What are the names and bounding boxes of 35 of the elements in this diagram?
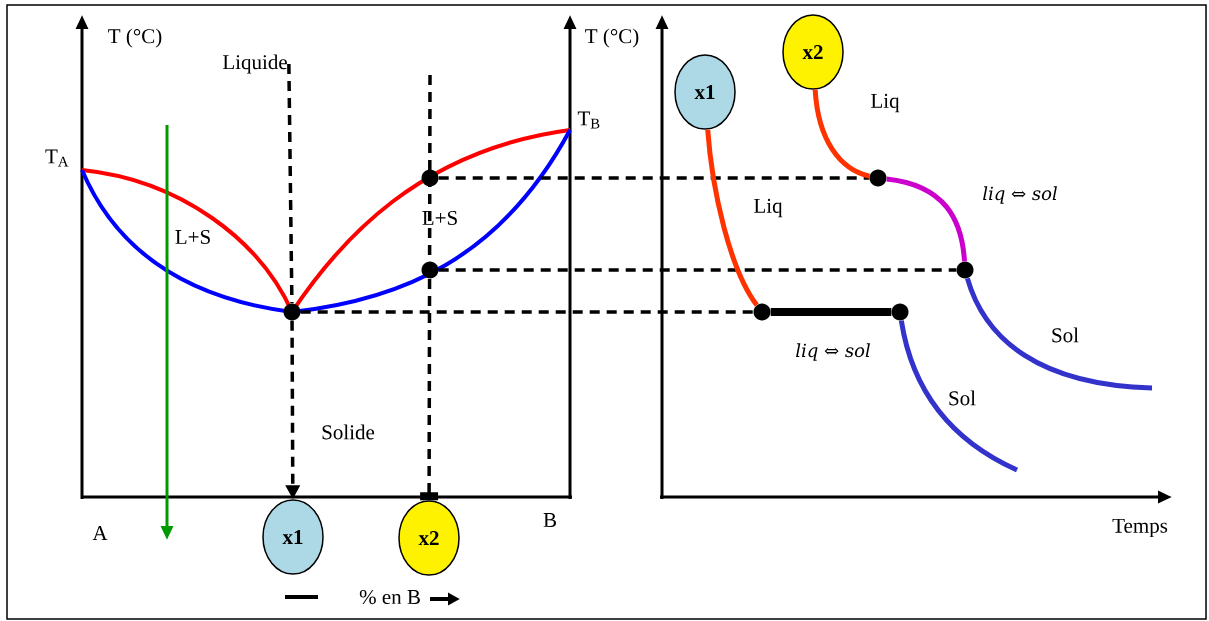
cooling-curve xyxy=(705,129,759,307)
cooling-curve xyxy=(898,320,1019,473)
point-marker xyxy=(753,303,771,321)
transition-label: liq ⇔ sol xyxy=(983,186,1057,204)
point-marker xyxy=(421,169,439,187)
phase-label: Sol xyxy=(949,390,976,406)
point-marker xyxy=(421,261,439,279)
point-marker xyxy=(956,261,974,279)
point-marker xyxy=(891,303,909,321)
phase-label: Sol xyxy=(1052,327,1079,343)
axis-label: B xyxy=(543,513,556,527)
axis-label: % en B xyxy=(359,589,420,605)
temperature-label: T$_{B}$ xyxy=(577,111,600,129)
point-marker xyxy=(283,303,301,321)
phase-label: Liq xyxy=(754,198,783,218)
temperature-label: T$_{A}$ xyxy=(45,149,69,167)
phase-label: Liq xyxy=(871,93,900,113)
region-label: L+S xyxy=(422,210,457,226)
cooling-curve xyxy=(965,277,1153,391)
cooling-curve xyxy=(812,89,871,179)
cooling-curve xyxy=(886,176,967,262)
dashed-line xyxy=(438,268,957,272)
dashed-line xyxy=(438,176,870,180)
axis-label: T (°C) xyxy=(108,28,162,48)
point-marker xyxy=(869,169,887,187)
axis-label: Temps xyxy=(1112,518,1168,538)
dashed-arrow xyxy=(420,75,439,501)
region-label: L+S xyxy=(175,229,210,245)
axis-label: A xyxy=(92,526,108,540)
dashed-line xyxy=(300,310,754,314)
transition-label: liq ⇔ sol xyxy=(796,343,870,361)
region-label: Solide xyxy=(322,424,375,440)
region-label: Liquide xyxy=(222,54,287,74)
axis-label: T (°C) xyxy=(585,28,639,48)
dashed-line xyxy=(287,64,294,304)
